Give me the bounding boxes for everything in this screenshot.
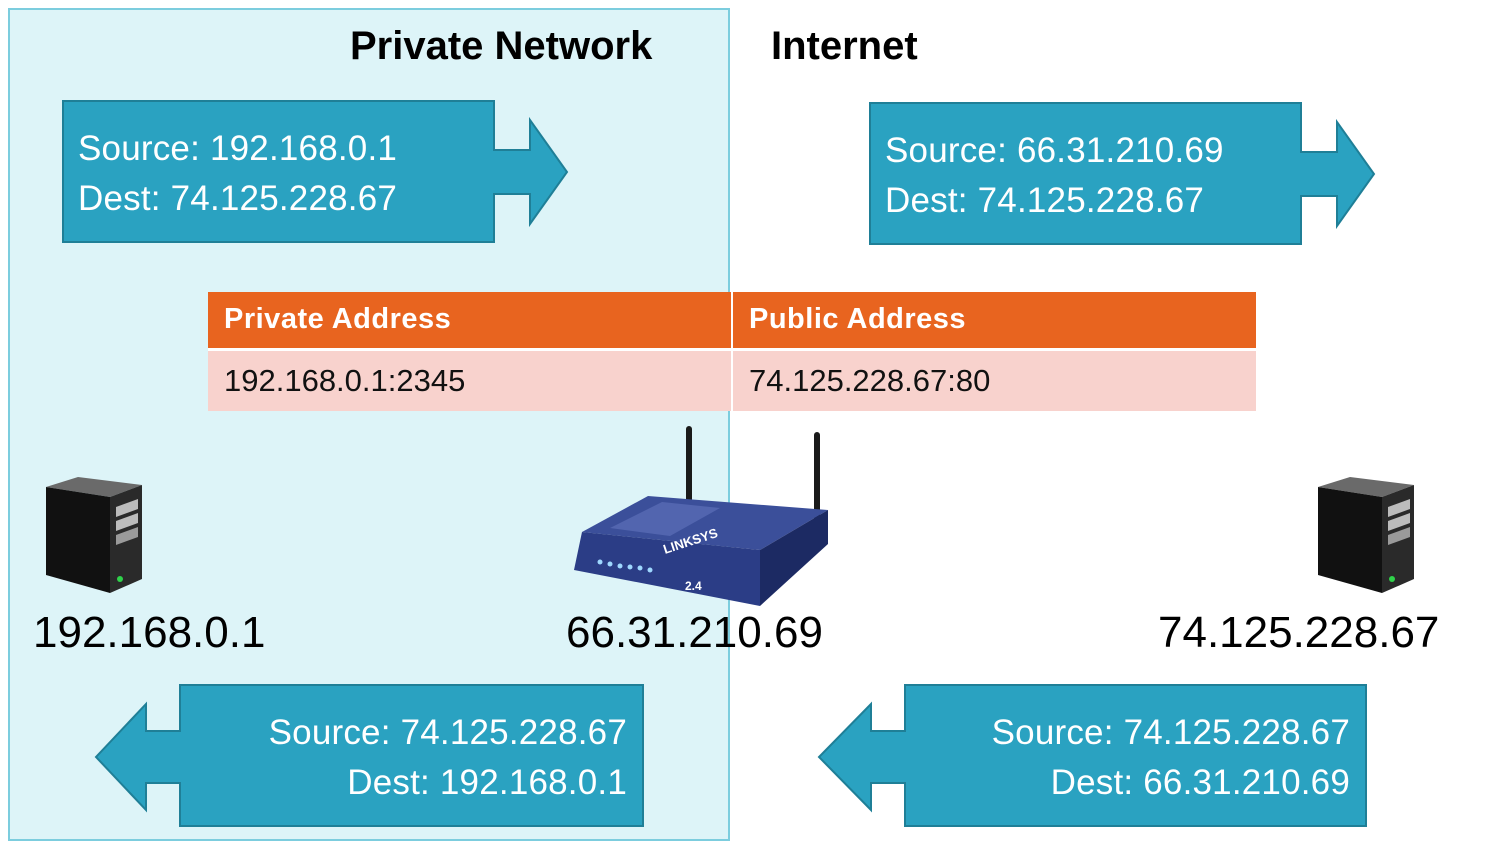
cell-public-address: 74.125.228.67:80: [732, 347, 1256, 411]
packet-outbound-public: Source: 66.31.210.69 Dest: 74.125.228.67: [869, 102, 1379, 247]
arrow-right-icon: [869, 102, 1376, 245]
column-header-public: Public Address: [732, 292, 1256, 349]
server-icon: [38, 475, 148, 595]
packet-dest: Dest: 74.125.228.67: [78, 179, 398, 218]
packet-source: Source: 192.168.0.1: [78, 129, 398, 168]
column-header-private: Private Address: [208, 292, 733, 349]
packet-dest: Dest: 66.31.210.69: [1050, 763, 1350, 802]
private-network-title: Private Network: [350, 24, 653, 68]
router-public-ip: 66.31.210.69: [566, 608, 823, 657]
private-host-ip: 192.168.0.1: [33, 608, 266, 657]
cell-private-address: 192.168.0.1:2345: [208, 347, 733, 411]
server-icon: [1310, 473, 1420, 597]
arrow-left-icon: [817, 684, 1367, 827]
internet-title: Internet: [771, 24, 918, 68]
table-row: 192.168.0.1:2345 74.125.228.67:80: [208, 347, 1256, 411]
packet-source: Source: 66.31.210.69: [885, 131, 1224, 170]
arrow-left-icon: [94, 684, 644, 827]
table-header-row: Private Address Public Address: [208, 292, 1256, 349]
router-band-label: 2.4: [685, 579, 702, 593]
packet-source: Source: 74.125.228.67: [991, 713, 1350, 752]
packet-outbound-private: Source: 192.168.0.1 Dest: 74.125.228.67: [62, 100, 572, 245]
arrow-right-icon: [62, 100, 569, 243]
router-icon: LINKSYS 2.4: [570, 424, 840, 610]
nat-translation-table: Private Address Public Address 192.168.0…: [208, 292, 1256, 411]
public-server-ip: 74.125.228.67: [1158, 608, 1440, 657]
packet-dest: Dest: 192.168.0.1: [347, 763, 627, 802]
packet-inbound-private: Source: 74.125.228.67 Dest: 192.168.0.1: [92, 684, 647, 829]
packet-inbound-public: Source: 74.125.228.67 Dest: 66.31.210.69: [815, 684, 1370, 829]
packet-dest: Dest: 74.125.228.67: [885, 181, 1205, 220]
packet-source: Source: 74.125.228.67: [268, 713, 627, 752]
